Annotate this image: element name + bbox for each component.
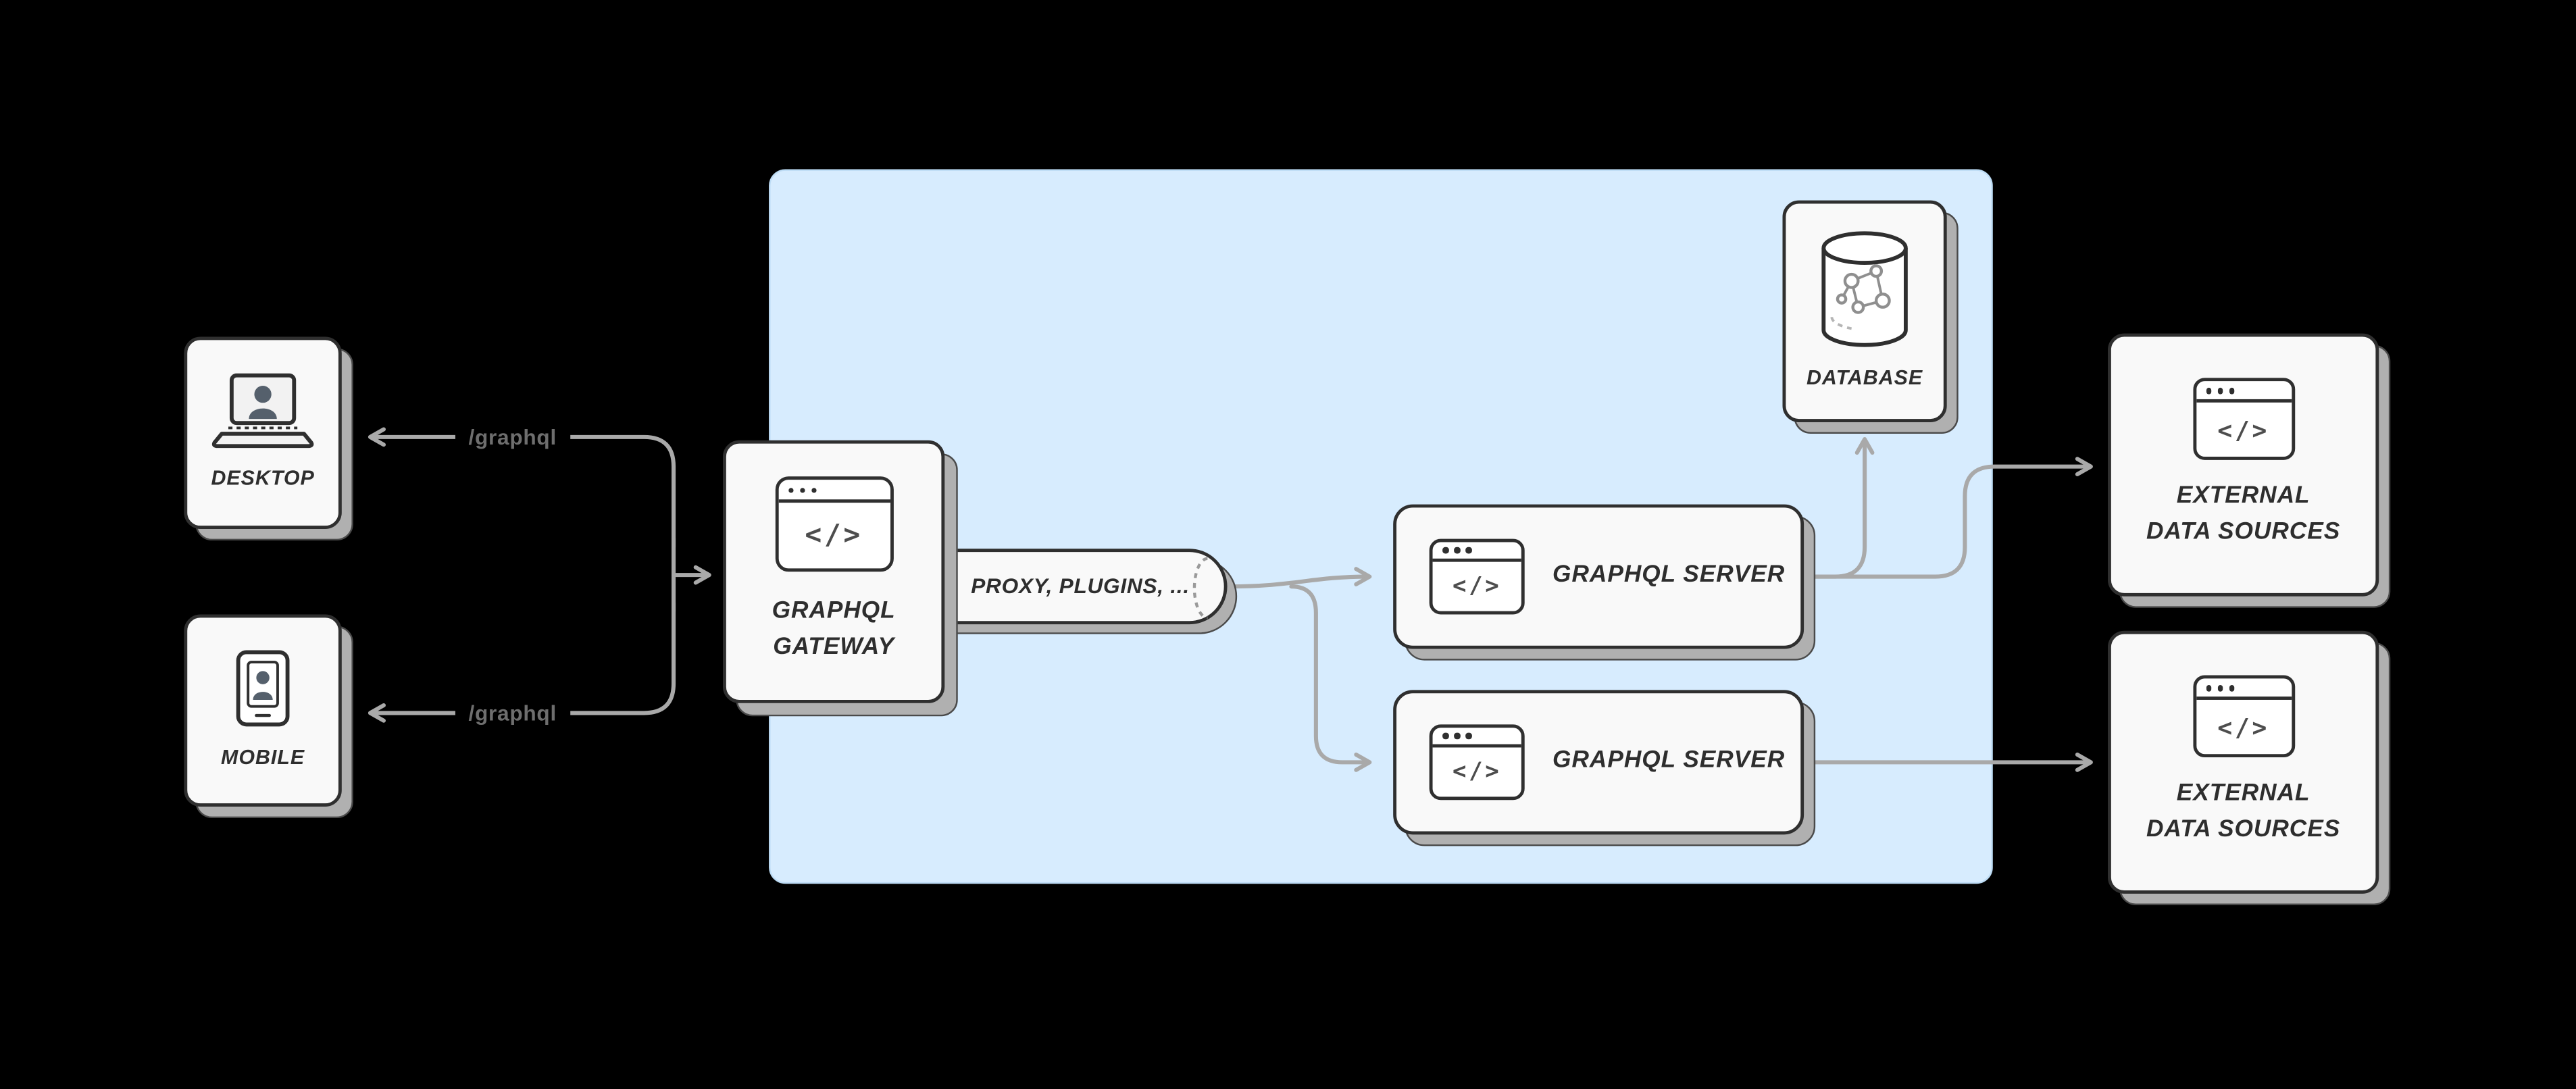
server-label: GRAPHQL SERVER <box>1552 747 1786 774</box>
window-bar <box>1432 728 1521 748</box>
code-window-icon: </> <box>1429 538 1525 615</box>
window-bar <box>1432 542 1521 562</box>
proxy-plugins-pipe: PROXY, PLUGINS, ... <box>928 549 1228 625</box>
code-glyph: </> <box>2217 712 2270 742</box>
graphql-server-card-1: </> GRAPHQL SERVER <box>1393 504 1804 649</box>
mobile-label: MOBILE <box>221 745 305 769</box>
phone-user-icon <box>236 649 290 726</box>
route-label-mobile: /graphql <box>455 697 570 729</box>
desktop-client-card: DESKTOP <box>184 336 342 530</box>
cylinder-end-icon <box>1192 557 1208 619</box>
graphql-server-card-2: </> GRAPHQL SERVER <box>1393 690 1804 835</box>
desktop-label: DESKTOP <box>211 465 315 489</box>
code-window-icon: </> <box>774 476 893 572</box>
external-data-sources-card-bottom: </> EXTERNAL DATA SOURCES <box>2107 630 2379 894</box>
window-bar <box>2196 382 2292 403</box>
external-label: EXTERNAL DATA SOURCES <box>2146 780 2341 843</box>
edge-proxy-to-server2 <box>1289 584 1372 772</box>
route-label-desktop: /graphql <box>455 421 570 453</box>
database-label: DATABASE <box>1806 366 1923 390</box>
code-glyph: </> <box>2217 415 2270 445</box>
edge-proxy-to-server1 <box>1226 567 1372 589</box>
gateway-label: GRAPHQL GATEWAY <box>772 598 896 661</box>
database-cylinder-icon <box>1821 231 1908 347</box>
database-card: DATABASE <box>1782 200 1947 422</box>
window-bar <box>778 480 890 503</box>
server-label: GRAPHQL SERVER <box>1552 561 1786 588</box>
code-glyph: </> <box>805 520 863 553</box>
edge-gateway-to-desktop <box>368 427 676 549</box>
code-window-icon: </> <box>2192 676 2295 758</box>
code-window-icon: </> <box>2192 378 2295 461</box>
external-data-sources-card-top: </> EXTERNAL DATA SOURCES <box>2107 333 2379 597</box>
mobile-client-card: MOBILE <box>184 614 342 807</box>
window-bar <box>2196 679 2292 701</box>
code-window-icon: </> <box>1429 724 1525 801</box>
code-glyph: </> <box>1452 573 1502 600</box>
server-content: </> GRAPHQL SERVER <box>1396 724 1800 801</box>
server-content: </> GRAPHQL SERVER <box>1396 538 1800 615</box>
graphql-gateway-card: </> GRAPHQL GATEWAY <box>722 440 945 703</box>
proxy-label: PROXY, PLUGINS, ... <box>971 574 1190 599</box>
laptop-user-icon <box>211 372 314 448</box>
edge-gateway-to-mobile <box>368 601 676 723</box>
code-glyph: </> <box>1452 759 1502 786</box>
edge-server1-to-external-top <box>1810 457 2093 579</box>
edge-server1-to-database <box>1810 437 1875 579</box>
external-label: EXTERNAL DATA SOURCES <box>2146 483 2341 546</box>
